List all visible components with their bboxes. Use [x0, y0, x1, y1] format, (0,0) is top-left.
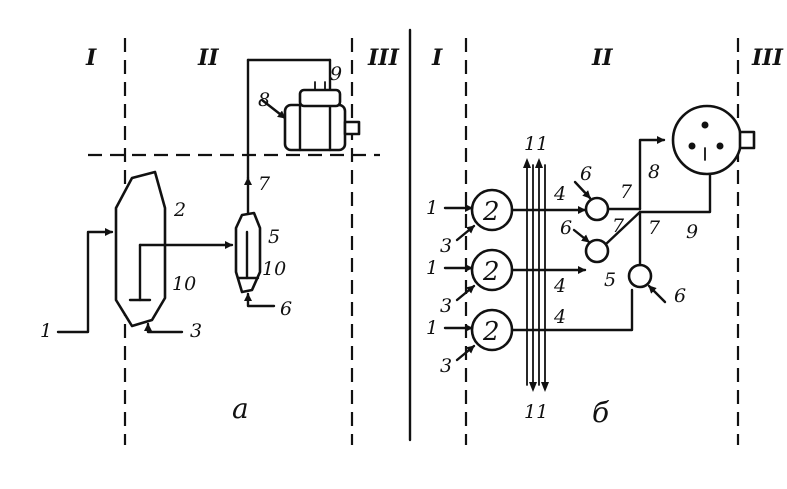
svg-text:2: 2	[482, 257, 500, 287]
label-4-row-1: 4	[553, 183, 566, 205]
label-11-top: 11	[524, 133, 548, 155]
panel-b-caption: б	[592, 396, 610, 429]
collector-11	[523, 158, 549, 392]
inlet-6-top	[573, 180, 592, 200]
separator-6-right	[627, 263, 653, 289]
zone-label-III: III	[367, 45, 400, 71]
label-9: 9	[330, 63, 342, 85]
zone-label-b-II: II	[591, 45, 613, 71]
label-3-row-1: 3	[440, 235, 452, 257]
label-1: 1	[40, 320, 52, 342]
line-8	[638, 136, 666, 211]
label-10-reactor: 10	[172, 273, 196, 295]
label-7-b: 7	[612, 215, 625, 237]
label-3-row-2: 3	[440, 295, 452, 317]
label-3-row-3: 3	[440, 355, 452, 377]
label-1-row-3: 1	[426, 317, 438, 339]
zone-label-b-I: I	[431, 45, 443, 71]
zone-label-I: I	[85, 45, 97, 71]
label-4-row-3: 4	[553, 306, 566, 328]
label-9: 9	[686, 221, 698, 243]
receiver-unit	[283, 81, 361, 152]
reactor-row-2: 2	[443, 248, 514, 302]
label-11-bottom: 11	[524, 401, 548, 423]
label-1-row-2: 1	[426, 257, 438, 279]
receiver-drum	[671, 104, 756, 176]
label-7-c: 7	[648, 217, 661, 239]
line-8	[260, 98, 287, 120]
inlet-6-middle	[572, 228, 591, 244]
line-4-row-3	[510, 288, 634, 332]
label-4-row-2: 4	[553, 275, 566, 297]
panel-a-caption: а	[232, 392, 249, 425]
label-8: 8	[258, 89, 270, 111]
label-8: 8	[648, 161, 660, 183]
outlet-line-3	[144, 322, 184, 334]
reactor-row-1: 2	[443, 188, 514, 242]
label-7-a: 7	[620, 181, 633, 203]
zone-label-II: II	[197, 45, 219, 71]
label-10-separator: 10	[262, 258, 286, 280]
label-2: 2	[173, 199, 186, 221]
feed-line-1	[56, 228, 114, 334]
separator-6-middle	[584, 238, 610, 264]
label-5: 5	[268, 226, 280, 248]
separator-6-top	[584, 196, 610, 222]
panel-b: I II III 11 11 2 2	[426, 38, 784, 445]
panel-a: I II III	[40, 38, 400, 445]
inlet-6-right	[647, 284, 667, 304]
line-7-middle	[604, 210, 642, 246]
reactor-row-3: 2	[443, 308, 514, 362]
label-6: 6	[280, 298, 292, 320]
label-6-top: 6	[580, 163, 592, 185]
svg-text:2: 2	[482, 197, 500, 227]
label-3: 3	[190, 320, 202, 342]
zone-label-b-III: III	[751, 45, 784, 71]
label-6-middle: 6	[560, 217, 572, 239]
svg-text:2: 2	[482, 317, 500, 347]
label-1-row-1: 1	[426, 197, 438, 219]
label-7: 7	[258, 173, 271, 195]
inlet-line-6	[244, 292, 276, 308]
label-6-right: 6	[674, 285, 686, 307]
line-9	[638, 158, 712, 214]
label-5: 5	[604, 269, 616, 291]
